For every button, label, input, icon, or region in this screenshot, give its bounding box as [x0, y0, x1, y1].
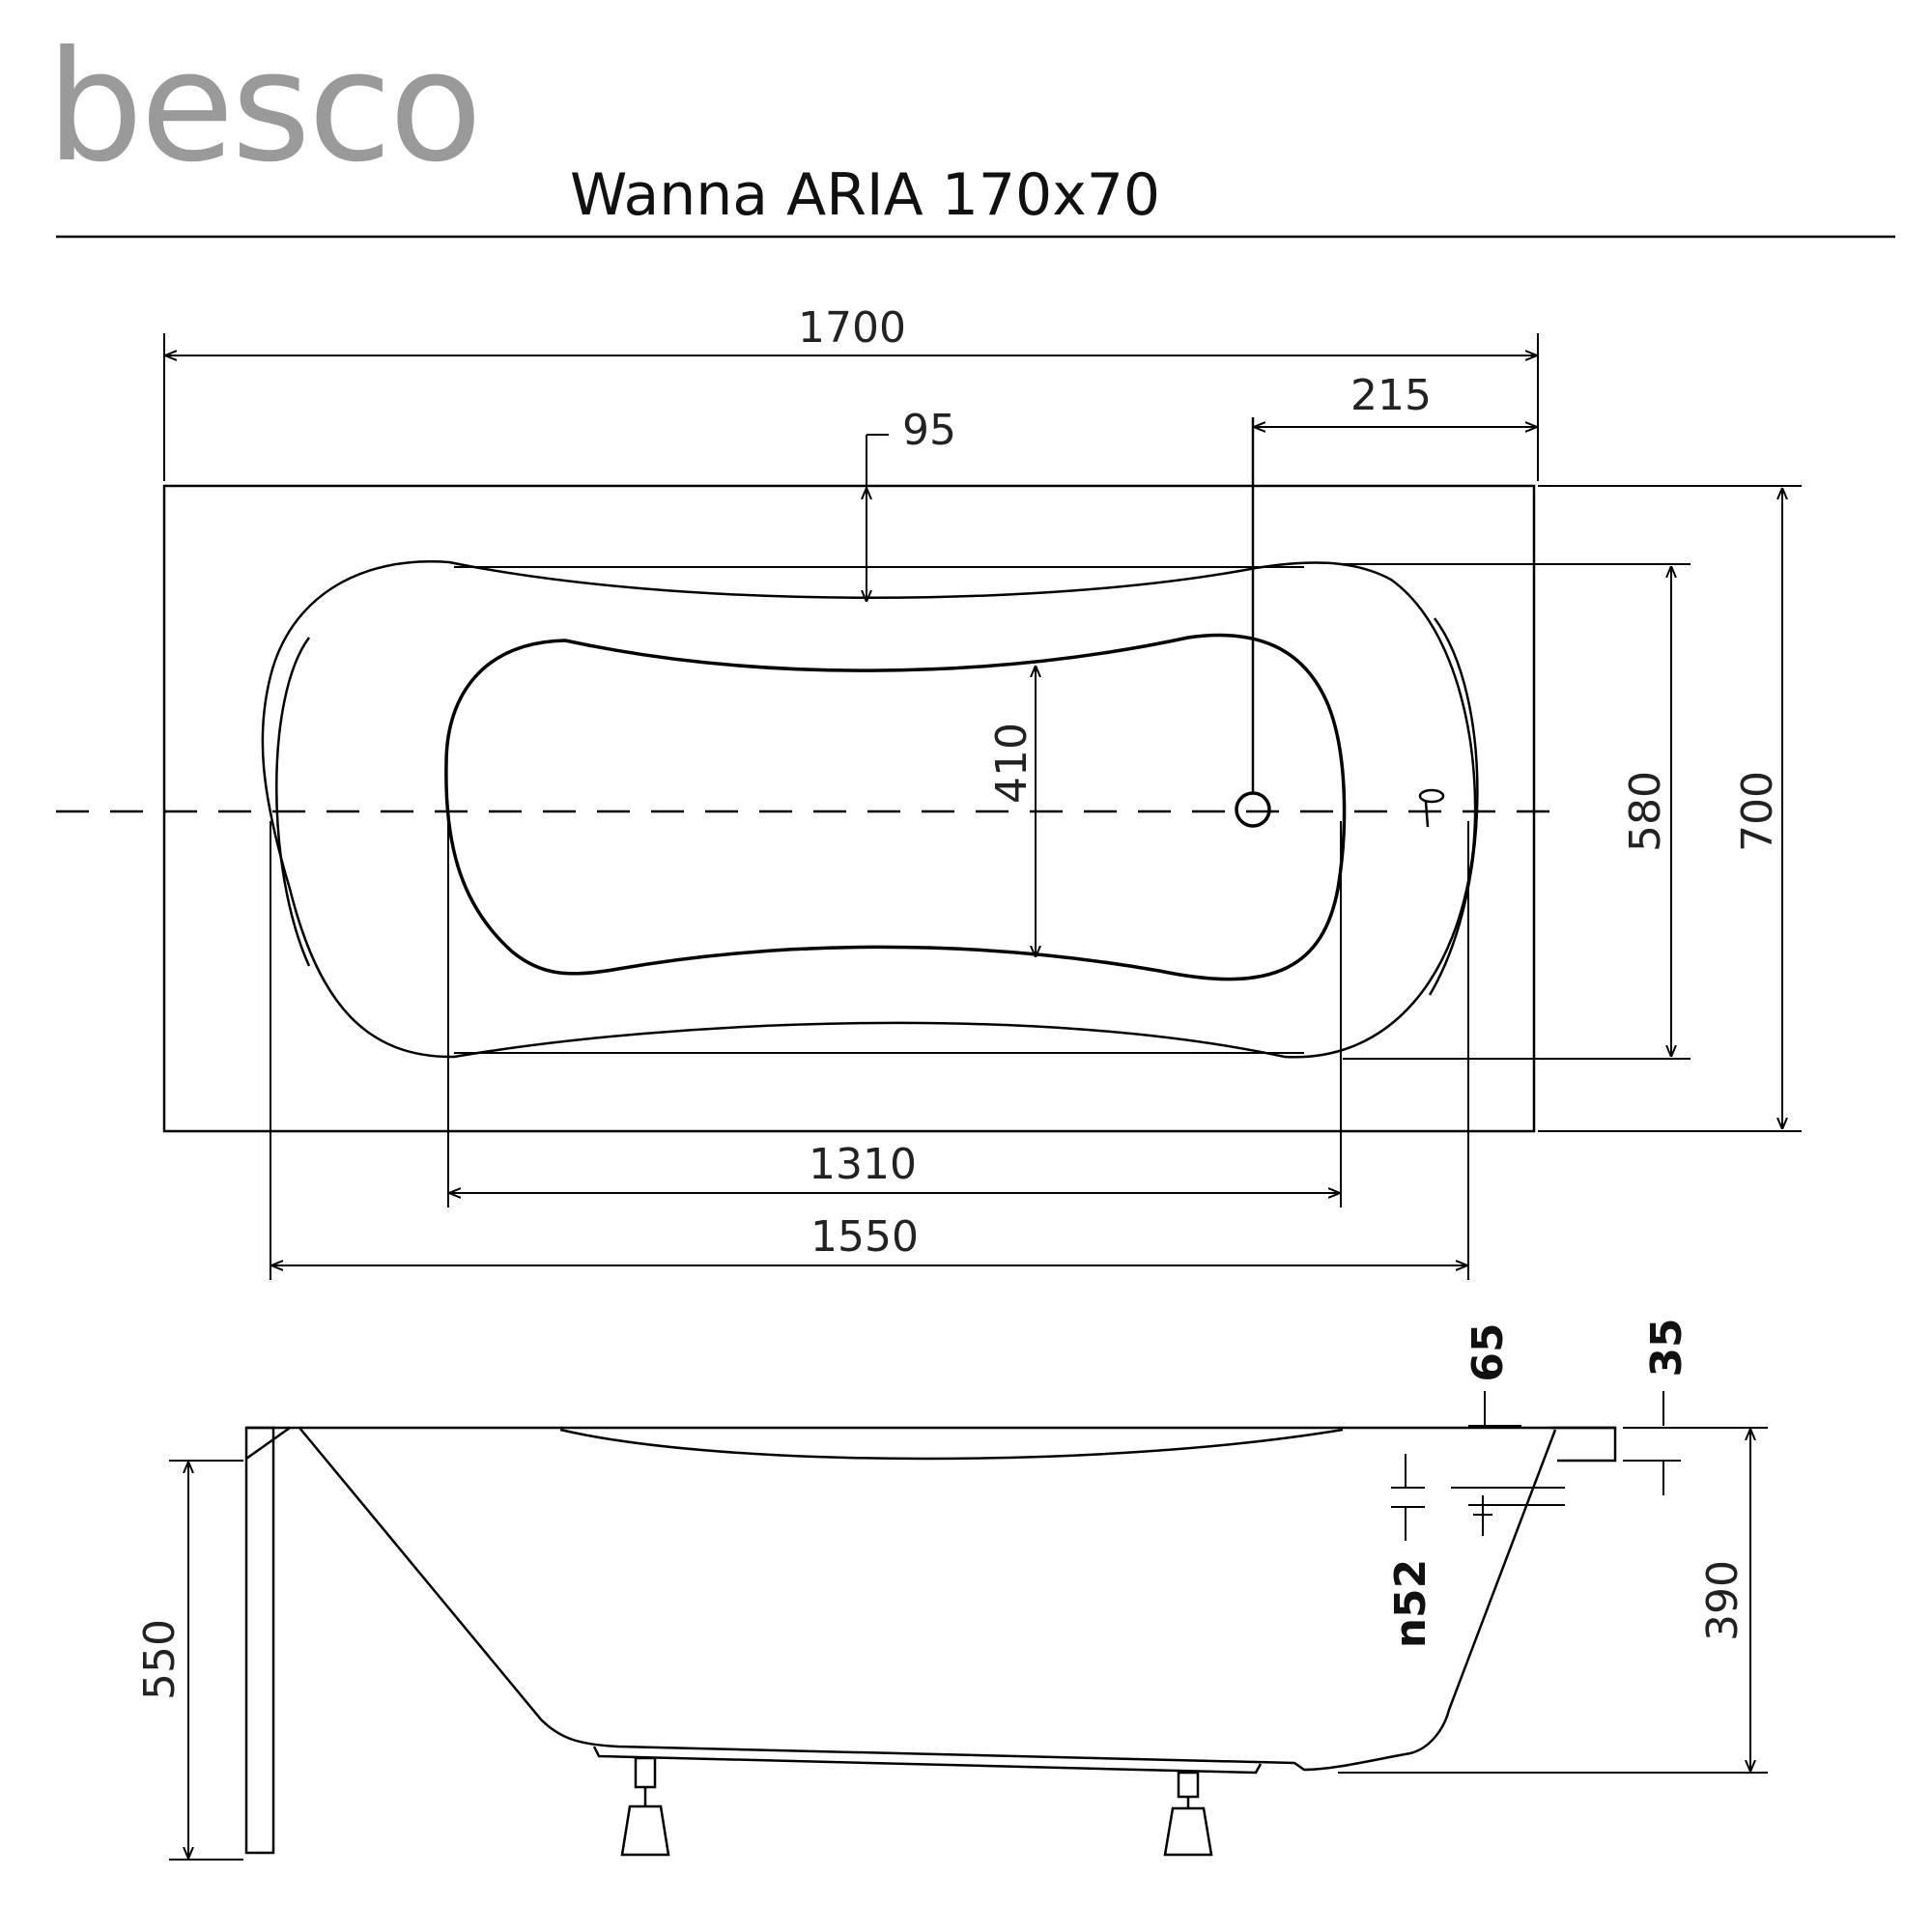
dim-1550: 1550 — [810, 1212, 919, 1262]
rim-dip — [559, 1428, 1344, 1461]
rim-outline — [261, 560, 1477, 1059]
side-view: n52 65 35 390 550 — [135, 1318, 1768, 1861]
rim-right-edge — [1428, 617, 1479, 996]
overflow-outlet-icon — [1451, 1487, 1565, 1536]
dim-n52: n52 — [1386, 1559, 1435, 1649]
dim-550: 550 — [135, 1619, 185, 1700]
dim-1310: 1310 — [809, 1140, 917, 1189]
dim-580: 580 — [1621, 771, 1670, 852]
dim-35: 35 — [1642, 1318, 1691, 1377]
rim-left-edge — [275, 637, 311, 967]
outer-rectangle — [162, 484, 1536, 1133]
rim-lip-right — [1550, 1426, 1617, 1463]
drawing-title: Wanna ARIA 170x70 — [570, 161, 1160, 229]
overflow-icon — [1418, 788, 1445, 804]
basin-outline — [444, 633, 1347, 981]
brand-logo: besco — [46, 18, 479, 196]
support-bevel — [245, 1426, 291, 1461]
dim-95: 95 — [902, 406, 956, 455]
tub-body — [298, 1427, 1557, 1772]
dim-1700: 1700 — [798, 303, 906, 353]
leg-left — [620, 1756, 670, 1857]
support-panel — [244, 1426, 275, 1855]
top-view: 1700 215 95 410 580 700 1310 1550 — [56, 303, 1802, 1280]
leg-right — [1163, 1771, 1213, 1857]
dim-390: 390 — [1698, 1560, 1747, 1641]
dim-215: 215 — [1350, 371, 1432, 420]
drain-icon — [1235, 791, 1271, 828]
dim-700: 700 — [1733, 771, 1782, 852]
dim-65: 65 — [1463, 1322, 1513, 1381]
overflow-stem — [1424, 801, 1430, 828]
dim-410: 410 — [987, 723, 1037, 804]
bottom-plate — [592, 1746, 1263, 1775]
